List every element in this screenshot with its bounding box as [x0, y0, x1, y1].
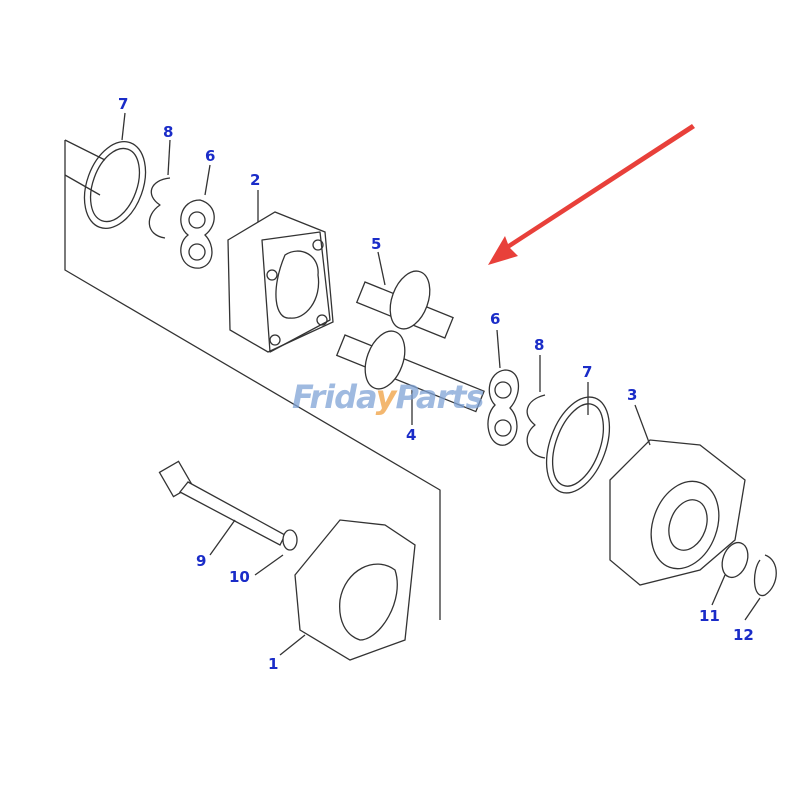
backup-clip-right	[526, 394, 546, 459]
callout-7: 7	[582, 363, 593, 381]
callout-2: 2	[250, 171, 261, 189]
drive-gear-teeth	[389, 270, 431, 330]
snap-ring	[753, 554, 777, 596]
callout-1: 1	[268, 655, 279, 673]
seal-ring-right	[545, 396, 611, 494]
pump-body	[294, 519, 416, 661]
watermark-logo: FridayParts	[292, 378, 485, 416]
backup-clip-left	[148, 177, 171, 239]
axis-line	[64, 174, 101, 196]
washer	[282, 529, 298, 551]
bolt	[179, 481, 286, 546]
callout-6: 6	[490, 310, 501, 328]
callout-11: 11	[699, 607, 720, 625]
callout-8: 8	[163, 123, 174, 141]
oil-seal	[721, 541, 749, 579]
wear-plate-left	[180, 199, 215, 269]
front-cover	[609, 439, 746, 586]
callout-9: 9	[196, 552, 207, 570]
callout-3: 3	[627, 386, 638, 404]
callout-4: 4	[406, 426, 417, 444]
seal-ring-left-inner	[89, 147, 141, 223]
leader-lines	[121, 112, 761, 656]
seal-ring-left	[83, 140, 147, 230]
driven-gear-teeth	[364, 330, 406, 390]
wear-plate-right	[487, 369, 520, 446]
gear-housing	[227, 211, 334, 353]
callout-10: 10	[229, 568, 250, 586]
highlight-arrow	[488, 124, 695, 265]
callout-5: 5	[371, 235, 382, 253]
callout-6: 6	[205, 147, 216, 165]
callout-12: 12	[733, 626, 754, 644]
callout-7: 7	[118, 95, 129, 113]
callout-8: 8	[534, 336, 545, 354]
assembly-frame-line	[64, 140, 441, 620]
